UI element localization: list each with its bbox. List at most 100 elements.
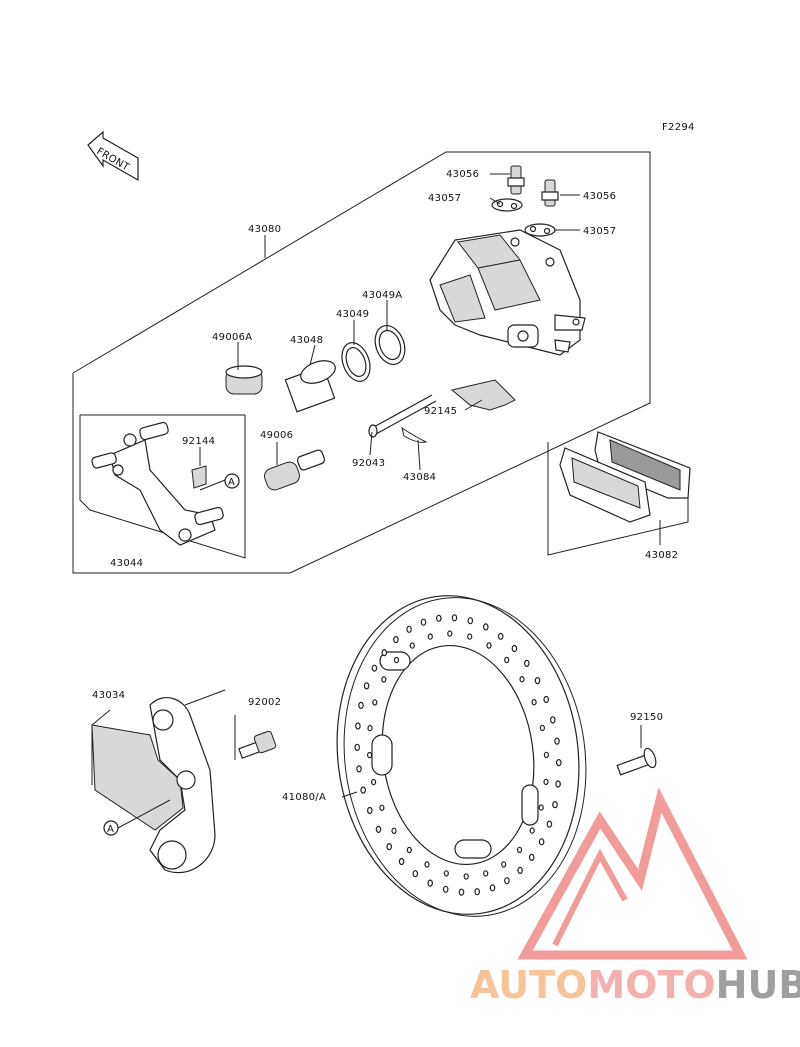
label-43056-top: 43056 [446,169,479,180]
disc-hole [467,617,474,625]
label-43049: 43049 [336,309,369,320]
disc-hole [420,618,427,626]
disc-hole [519,676,525,683]
disc-hole [529,827,535,834]
disc-hole [371,778,377,786]
disc-hole [367,724,373,732]
svg-text:AUTOMOTOHUB: AUTOMOTOHUB [470,963,800,1007]
label-92043: 92043 [352,458,385,469]
label-43082: 43082 [645,550,678,561]
disc-hole [398,857,405,866]
disc-hole [543,751,550,759]
disc-hole [543,778,549,786]
disc-hole [538,804,544,811]
disc-hole [534,676,541,685]
pin-clip [401,426,428,443]
disc-hole [549,716,556,724]
disc-hole [435,614,442,622]
disc-hole [555,758,562,767]
disc-hole [517,866,523,875]
disc-hole [516,846,523,854]
bleeder-valve-right [541,179,559,207]
automotohub-watermark: AUTOMOTOHUB [470,787,800,1007]
bleeder-cap-right [524,223,556,237]
watermark-hub: HUB [716,963,800,1007]
disc-hole [501,861,507,868]
disc-hole [391,827,397,835]
disc-hole [443,870,449,877]
label-49006a: 49006A [212,332,252,343]
disc-hole [489,884,496,892]
disc-hole [539,724,546,732]
disc-hole [363,682,370,690]
caliper-hanger [91,697,216,874]
label-43057-top: 43057 [428,193,461,204]
front-arrow-icon: FRONT [87,130,139,182]
part-labels: 43056 43057 43056 43057 43080 43049A 430… [92,169,678,803]
disc-hole [372,699,378,706]
disc-hole [393,635,399,644]
disc-hole [504,877,510,885]
disc-hole [555,780,561,788]
caliper-body [429,229,586,356]
marker-a-lower: A [103,799,171,836]
caliper-pin [368,394,437,438]
label-41080a: 41080/A [282,792,326,803]
disc-hole [356,765,362,773]
disc-hole [427,879,434,887]
label-43056-right: 43056 [583,191,616,202]
disc-hole [371,664,378,672]
disc-hole [406,846,412,854]
watermark-logo-icon [517,787,748,960]
label-43080: 43080 [248,224,281,235]
disc-hole [483,870,489,877]
brake-disc [336,595,587,917]
bleeder-cap-top [491,198,523,212]
disc-hole [375,825,382,834]
disc-hole [538,838,545,846]
disc-hole [528,853,535,862]
label-92002: 92002 [248,697,281,708]
label-43034: 43034 [92,690,125,701]
disc-hole [360,786,367,794]
label-49006: 49006 [260,430,293,441]
disc-hole [447,630,453,637]
bolt-92150 [616,747,657,776]
disc-hole [467,633,473,640]
disc-hole [552,800,558,809]
label-43044: 43044 [110,558,143,569]
disc-hole [409,642,415,649]
label-92144: 92144 [182,436,215,447]
disc-hole [424,861,430,868]
disc-hole [412,870,419,878]
label-43049a: 43049A [362,290,402,301]
disc-hole [546,820,553,828]
label-43084: 43084 [403,472,436,483]
disc-hole [367,751,373,759]
disc-hole [451,614,458,622]
svg-text:A: A [228,477,235,488]
anti-rattle-spring [450,379,516,411]
disc-hole [366,806,373,815]
disc-hole [511,644,518,653]
figure-code: F2294 [662,122,695,133]
caliper-assembly-outline [72,151,651,574]
disc-hole [427,633,433,640]
piston [284,360,336,413]
disc-hole [523,659,530,668]
caliper-bracket [91,421,224,546]
bolt-92002 [238,730,277,759]
disc-hole [497,632,504,640]
brake-pads [559,431,691,523]
marker-a-upper: A [199,473,240,491]
label-92150: 92150 [630,712,663,723]
disc-hole [531,699,537,706]
disc-hole [543,695,550,704]
disc-hole [381,648,388,657]
disc-hole [554,737,560,745]
disc-hole [458,888,465,896]
watermark-moto: MOTO [587,963,715,1007]
leader-lines [91,173,661,798]
disc-hole [504,656,510,664]
